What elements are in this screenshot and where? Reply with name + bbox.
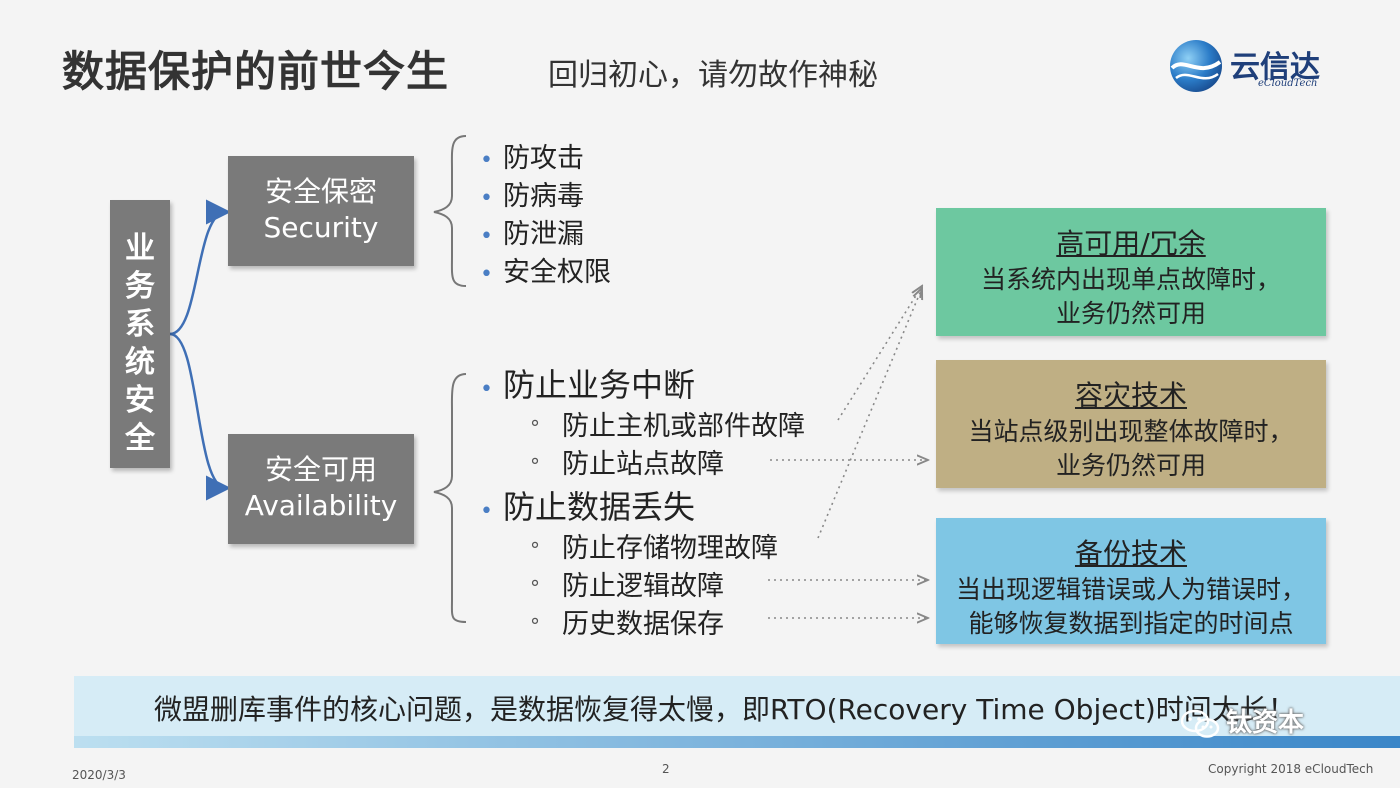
- root-label-char: 务: [125, 269, 155, 304]
- list-subitem: °历史数据保存: [530, 609, 724, 640]
- list-subitem: °防止逻辑故障: [530, 571, 724, 602]
- root-label-char: 安: [125, 383, 155, 418]
- footer-copyright: Copyright 2018 eCloudTech: [1208, 762, 1374, 776]
- card-desc-line: 业务仍然可用: [1055, 299, 1206, 328]
- availability-brace: [433, 373, 467, 623]
- security-box: 安全保密 Security: [228, 156, 414, 266]
- availability-title-en: Availability: [244, 489, 398, 522]
- bullet-dot-icon: •: [480, 186, 493, 211]
- arrow-host-to-ha: [837, 286, 922, 421]
- card-disaster-recovery: 容灾技术 当站点级别出现整体故障时， 业务仍然可用: [936, 360, 1326, 488]
- company-logo: 云信达 eCloudTech: [1168, 38, 1348, 98]
- bullet-dot-icon: •: [480, 499, 493, 524]
- card-title: 备份技术: [1074, 537, 1187, 570]
- bullet-dot-icon: •: [480, 262, 493, 287]
- watermark-text: 钛资本: [1226, 708, 1305, 738]
- card-backup: 备份技术 当出现逻辑错误或人为错误时， 能够恢复数据到指定的时间点: [936, 518, 1326, 644]
- sub-bullet-circle-icon: °: [530, 538, 540, 562]
- footer-date: 2020/3/3: [72, 768, 126, 782]
- bullet-dot-icon: •: [480, 224, 493, 249]
- banner-accent-bar: [74, 736, 1400, 748]
- list-item: •防攻击: [480, 143, 584, 174]
- sub-bullet-circle-icon: °: [530, 614, 540, 638]
- slide-title: 数据保护的前世今生: [62, 47, 450, 96]
- card-high-availability: 高可用/冗余 当系统内出现单点故障时， 业务仍然可用: [936, 208, 1326, 336]
- business-system-security-box: 业 务 系 统 安 全: [110, 200, 170, 468]
- card-desc-line: 能够恢复数据到指定的时间点: [968, 609, 1294, 638]
- list-subitem: °防止站点故障: [530, 449, 724, 480]
- logo-text-cn: 云信达: [1230, 50, 1320, 85]
- root-label-char: 统: [125, 345, 155, 380]
- security-title: 安全保密: [264, 175, 377, 208]
- watermark: 钛资本: [1180, 702, 1304, 740]
- bullet-dot-icon: •: [480, 148, 493, 173]
- sub-bullet-circle-icon: °: [530, 576, 540, 600]
- card-desc-line: 当出现逻辑错误或人为错误时，: [955, 575, 1306, 604]
- bullet-dot-icon: •: [480, 377, 493, 402]
- slide-subtitle: 回归初心，请勿故作神秘: [548, 58, 878, 93]
- card-desc-line: 当站点级别出现整体故障时，: [968, 417, 1294, 446]
- arrow-storage-to-ha: [817, 288, 922, 539]
- root-to-availability-curve: [169, 332, 231, 501]
- conclusion-banner: [74, 676, 1400, 736]
- card-title: 容灾技术: [1074, 379, 1187, 412]
- list-item: •防止业务中断: [480, 366, 695, 404]
- list-item: •安全权限: [480, 257, 611, 288]
- root-label-char: 系: [125, 307, 155, 342]
- list-item: •防止数据丢失: [480, 488, 695, 526]
- availability-box: 安全可用 Availability: [228, 434, 414, 544]
- root-label-char: 业: [125, 231, 155, 266]
- list-item: •防泄漏: [480, 219, 584, 250]
- wechat-icon: [1180, 709, 1220, 738]
- list-subitem: °防止存储物理故障: [530, 533, 778, 564]
- root-to-security-curve: [169, 199, 231, 336]
- list-item: •防病毒: [480, 181, 584, 212]
- sub-bullet-circle-icon: °: [530, 416, 540, 440]
- globe-wave-icon: [1170, 40, 1222, 92]
- conclusion-text: 微盟删库事件的核心问题，是数据恢复得太慢，即RTO(Recovery Time …: [154, 693, 1296, 726]
- logo-text-en: eCloudTech: [1258, 78, 1318, 89]
- card-title: 高可用/冗余: [1056, 227, 1206, 260]
- root-label-char: 全: [125, 421, 155, 456]
- card-desc-line: 业务仍然可用: [1055, 451, 1206, 480]
- security-title-en: Security: [263, 211, 379, 244]
- sub-bullet-circle-icon: °: [530, 454, 540, 478]
- page-number: 2: [662, 762, 670, 776]
- availability-title: 安全可用: [264, 453, 377, 486]
- security-brace: [433, 135, 467, 287]
- card-desc-line: 当系统内出现单点故障时，: [980, 265, 1281, 294]
- list-subitem: °防止主机或部件故障: [530, 411, 805, 442]
